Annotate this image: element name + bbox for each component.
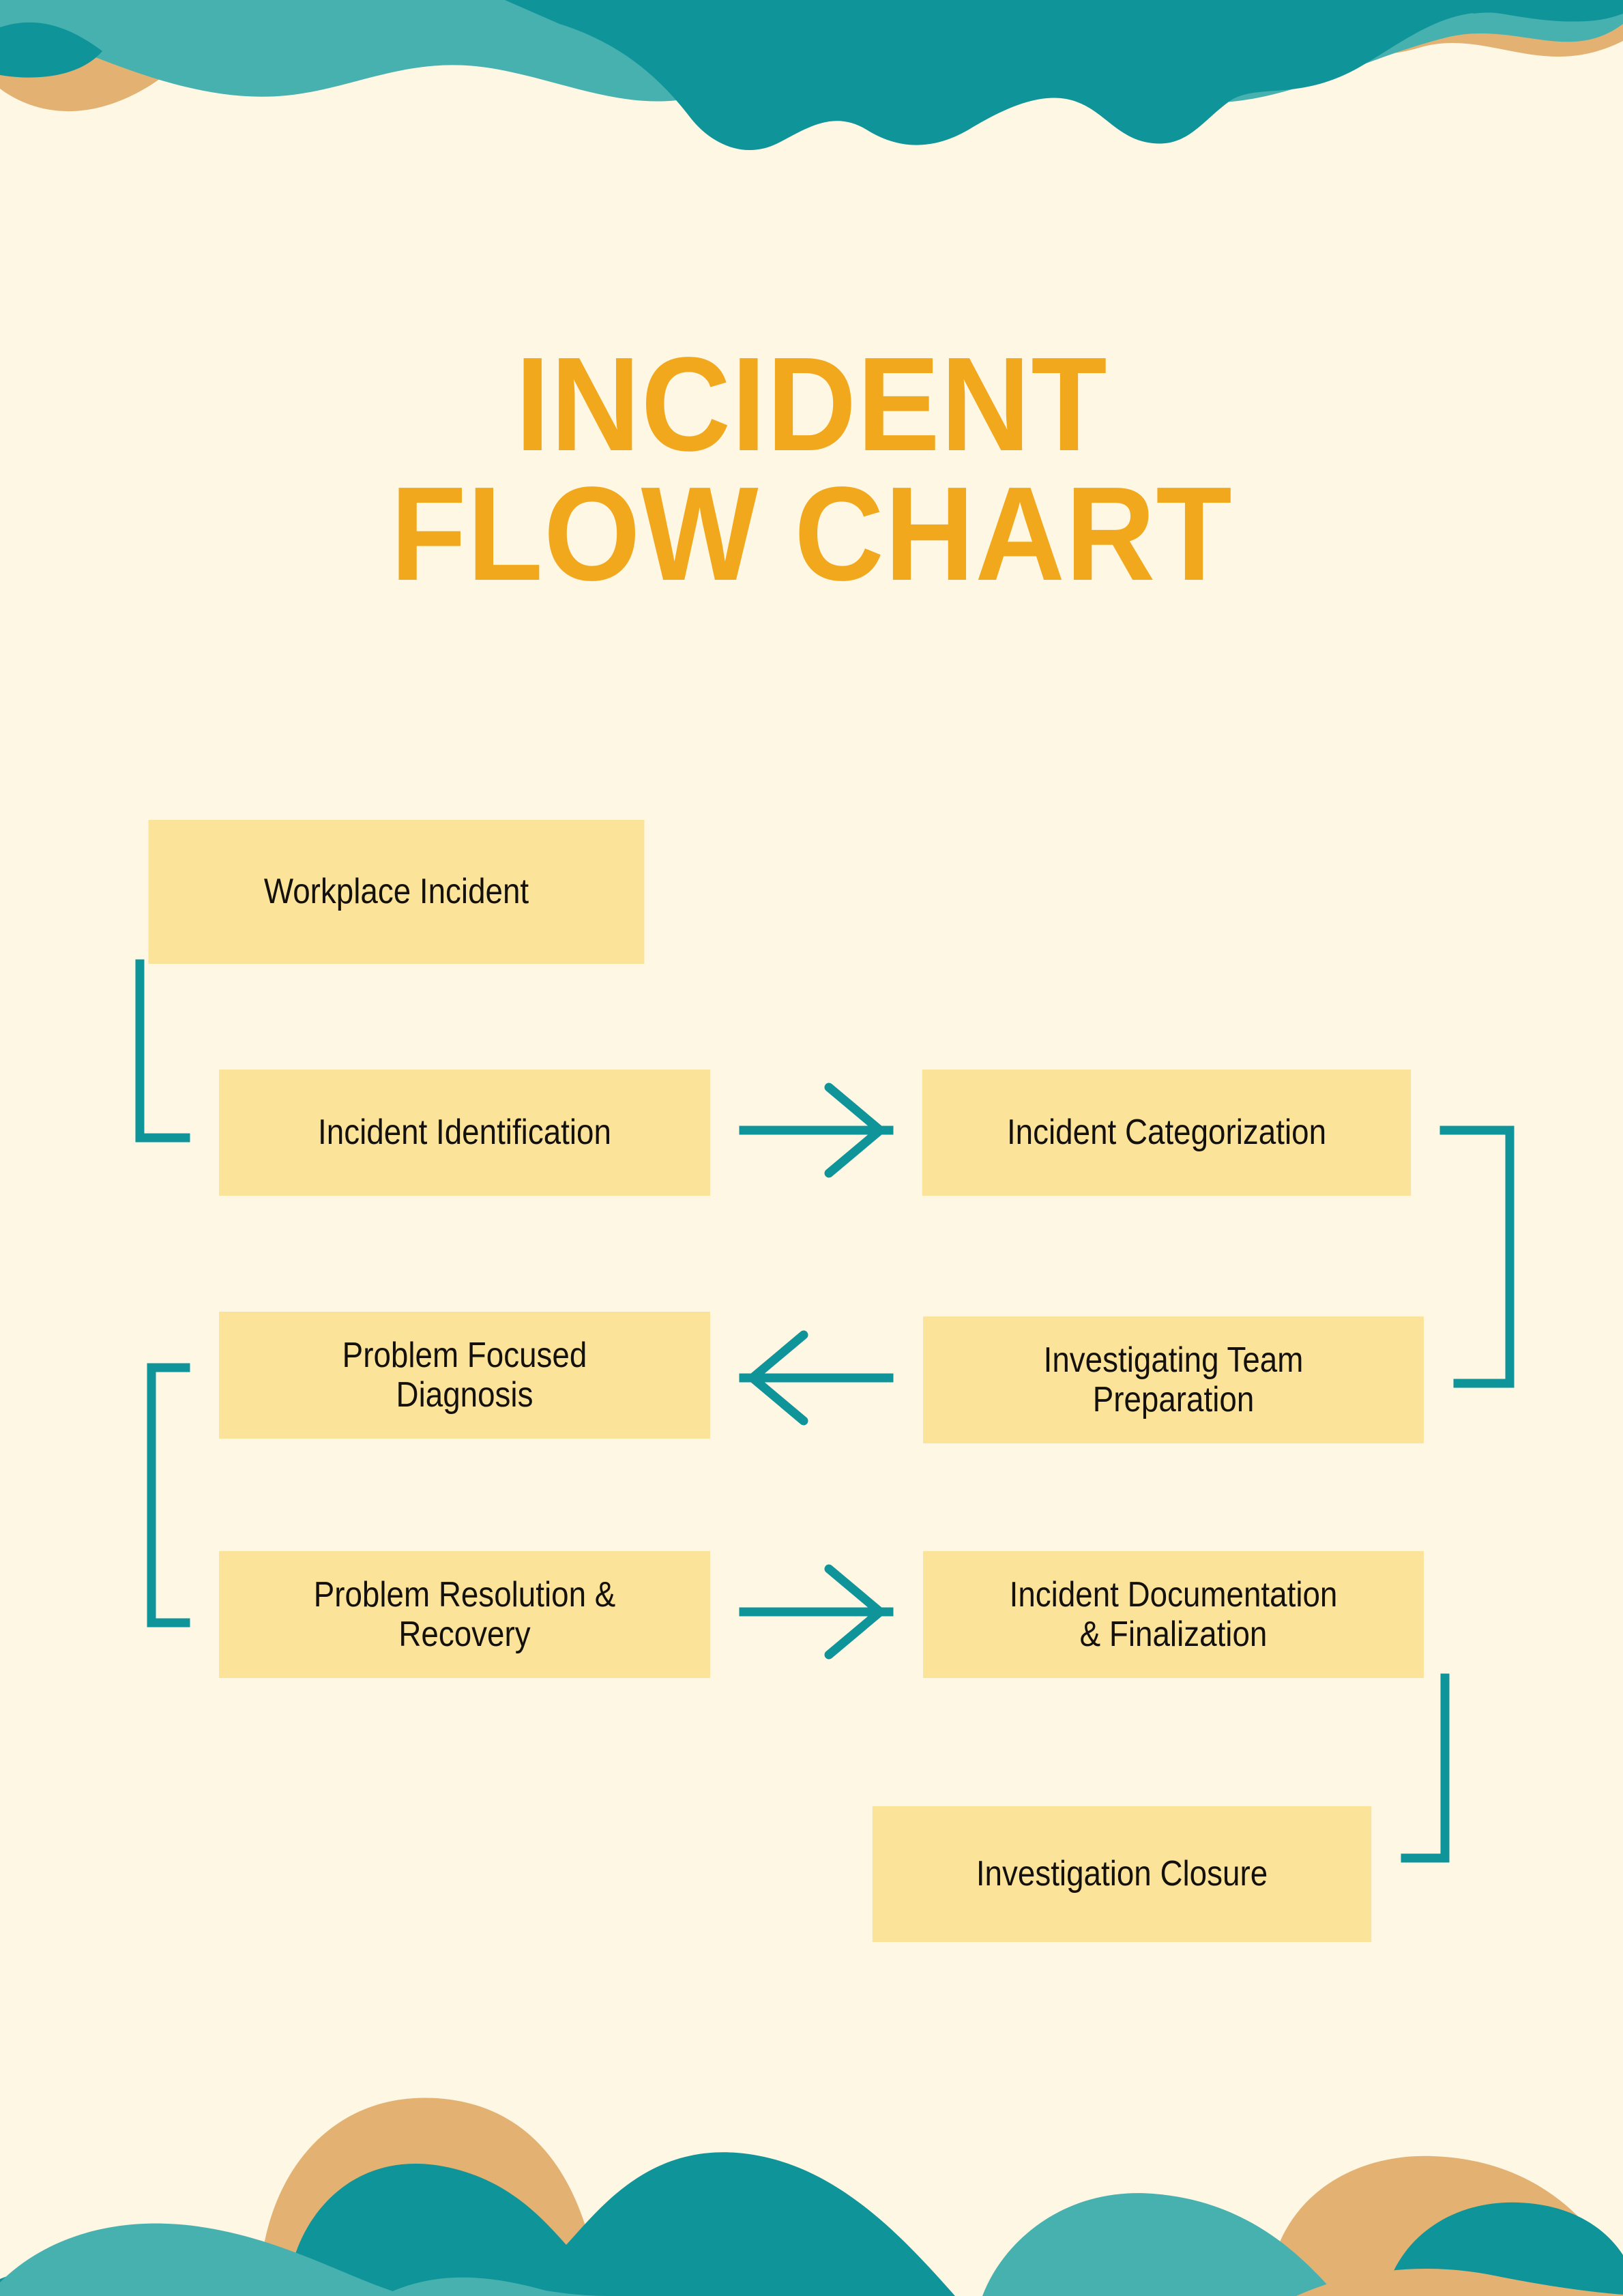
- node-workplace-incident[interactable]: Workplace Incident: [148, 820, 645, 964]
- node-label: Incident Identification: [318, 1113, 611, 1153]
- top-wave-decoration: [0, 0, 1623, 151]
- deco-teal-light-shape-bottom-b: [382, 2277, 614, 2296]
- edge-diagnosis-to-resolution: [147, 1363, 190, 1628]
- deco-teal-dark-shape-top-a: [0, 0, 1623, 22]
- node-problem-resolution-recovery[interactable]: Problem Resolution & Recovery: [219, 1551, 710, 1678]
- deco-sand-shape-bottom-a: [259, 2098, 600, 2296]
- node-label: Investigation Closure: [976, 1854, 1268, 1894]
- node-investigating-team-preparation[interactable]: Investigating Team Preparation: [923, 1316, 1424, 1443]
- node-label: Incident Documentation & Finalization: [1009, 1574, 1338, 1654]
- node-incident-documentation-finalization[interactable]: Incident Documentation & Finalization: [923, 1551, 1424, 1678]
- node-label: Problem Resolution & Recovery: [313, 1574, 616, 1654]
- deco-teal-dark-shape-top-d: [955, 0, 1160, 23]
- deco-teal-light-shape-bottom-a: [0, 2223, 409, 2296]
- bottom-wave-decoration: [0, 2098, 1623, 2296]
- deco-teal-dark-shape-top-c: [505, 0, 1623, 151]
- deco-teal-dark-shape-bottom-b: [1385, 2202, 1623, 2296]
- node-incident-categorization[interactable]: Incident Categorization: [922, 1070, 1412, 1196]
- arrowhead-identification-to-categorization: [824, 1083, 888, 1178]
- edge-categorization-to-investigating: [1439, 1125, 1515, 1388]
- deco-teal-dark-shape-bottom-c: [0, 2266, 147, 2296]
- deco-sand-shape-bottom-b: [1269, 2155, 1623, 2296]
- deco-teal-dark-shape-top-b: [0, 22, 102, 78]
- deco-sand-shape-bottom-c: [1296, 2269, 1623, 2296]
- node-investigation-closure[interactable]: Investigation Closure: [872, 1806, 1372, 1942]
- page-title-line-1: INCIDENT: [515, 329, 1108, 479]
- arrowhead-investigating-to-diagnosis: [745, 1330, 808, 1426]
- node-label: Problem Focused Diagnosis: [342, 1335, 587, 1415]
- deco-sand-shape-top-b: [0, 0, 225, 112]
- edge-documentation-to-closure: [1401, 1673, 1450, 1863]
- deco-teal-light-shape-top: [0, 0, 1623, 103]
- node-label: Workplace Incident: [263, 872, 529, 912]
- deco-teal-dark-shape-bottom-a: [287, 2152, 955, 2296]
- node-problem-focused-diagnosis[interactable]: Problem Focused Diagnosis: [219, 1312, 710, 1439]
- node-label: Investigating Team Preparation: [1043, 1340, 1304, 1419]
- page-title: INCIDENT FLOW CHART: [57, 329, 1566, 609]
- node-label: Incident Categorization: [1006, 1113, 1327, 1153]
- deco-teal-light-shape-bottom-c: [982, 2193, 1337, 2296]
- deco-sand-shape-top-a: [0, 0, 1623, 57]
- edge-workplace-to-identification: [135, 959, 190, 1143]
- page-title-line-2: FLOW CHART: [390, 459, 1233, 609]
- node-incident-identification[interactable]: Incident Identification: [219, 1070, 710, 1196]
- arrowhead-resolution-to-documentation: [824, 1564, 888, 1660]
